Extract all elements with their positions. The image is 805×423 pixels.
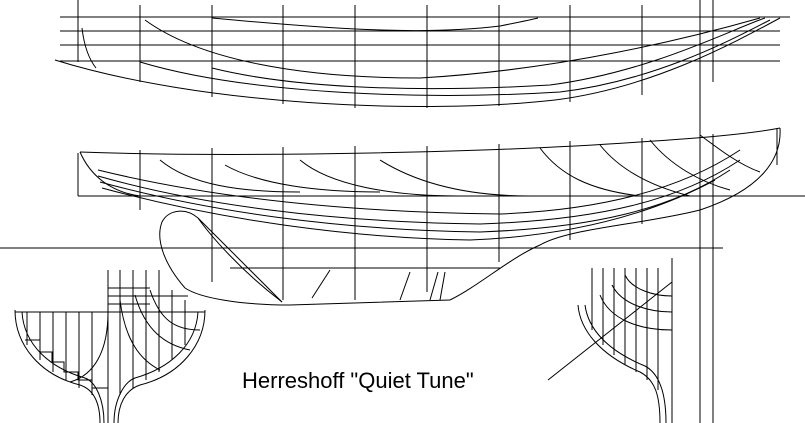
- half-breadth-stations: [77, 0, 714, 108]
- counter-arc-1: [79, 151, 141, 197]
- counter-arc-3: [224, 164, 381, 193]
- fwd-arc-4: [699, 134, 761, 173]
- body-aft-verticals: [26, 270, 186, 395]
- fwd-arc-3: [649, 139, 731, 191]
- fwd-section-2: [611, 284, 673, 313]
- rudder-post: [197, 217, 283, 303]
- counter-arc-2: [159, 159, 301, 193]
- waterline-1: [139, 19, 771, 96]
- fwd-arc-1: [539, 147, 641, 197]
- fwd-section-1: [599, 294, 673, 331]
- buttock-a: [97, 149, 741, 215]
- fwd-arc-2: [599, 144, 691, 197]
- body-plan-fwd: [547, 258, 673, 423]
- keel-bottom: [184, 287, 451, 306]
- rudder: [159, 210, 283, 303]
- buttock-c: [99, 169, 731, 233]
- section-curve-4: [149, 289, 201, 331]
- counter-arc-4: [299, 159, 461, 197]
- fwd-outline-inner: [584, 304, 667, 423]
- section-curve-1: [69, 311, 109, 383]
- diagonal-steps: [25, 339, 108, 389]
- waterline-3: [144, 17, 761, 79]
- buttock-d: [101, 179, 716, 241]
- keel-hatching: [311, 269, 446, 301]
- counter-arc-5: [379, 159, 531, 197]
- diagonal-guide: [547, 281, 673, 381]
- buttock-b: [97, 159, 741, 225]
- body-aft-inner: [21, 311, 105, 423]
- body-fwd-outline: [117, 309, 206, 423]
- section-curve-2: [119, 299, 161, 371]
- body-aft-outline: [14, 309, 101, 423]
- stem-profile: [449, 127, 781, 301]
- body-fwd-inner: [113, 311, 199, 423]
- rabbet-curve: [211, 17, 539, 32]
- profile-stations: [139, 128, 778, 300]
- waterline-2: [211, 17, 766, 90]
- body-plan-aft: [14, 270, 206, 423]
- transom-curve: [81, 27, 97, 69]
- fwd-section-3: [624, 274, 673, 297]
- body-fwd-verticals: [591, 268, 659, 390]
- fwd-outline-outer: [577, 304, 661, 423]
- drawing-title: Herreshoff "Quiet Tune": [242, 368, 474, 393]
- section-curve-3: [134, 294, 191, 351]
- sheer-line: [54, 17, 781, 107]
- profile-sheer: [79, 127, 781, 155]
- half-breadth-plan: [54, 0, 790, 108]
